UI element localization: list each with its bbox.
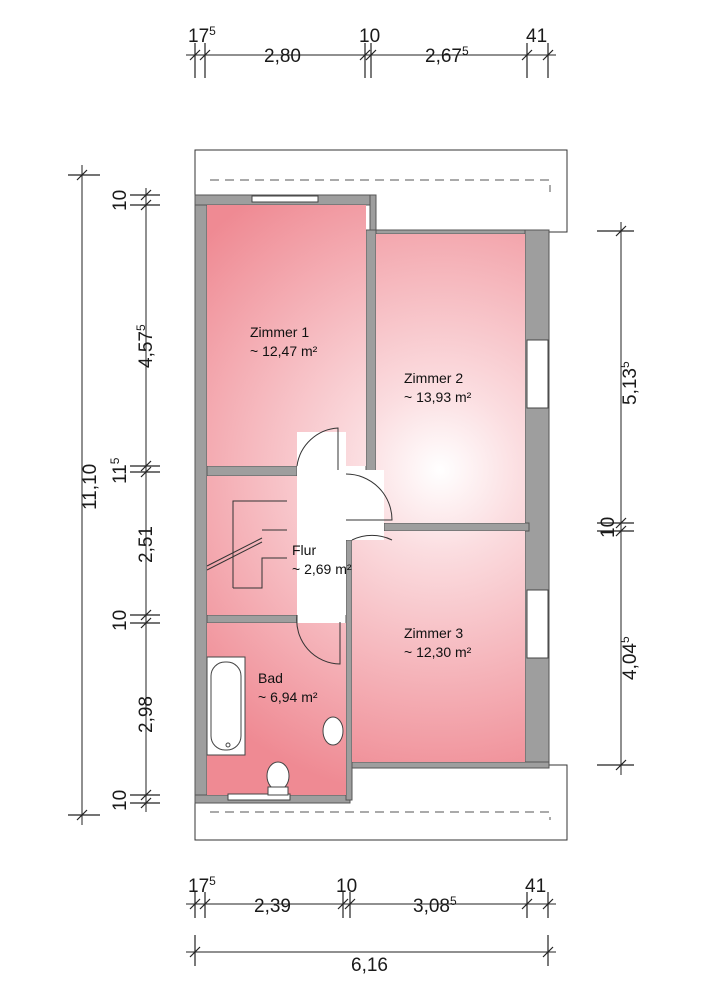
- sink-icon: [322, 716, 344, 746]
- room-area-flur: ~ 2,69 m²: [292, 561, 352, 577]
- dim-right-3: 4,04: [620, 643, 641, 680]
- dim-top-1: 17: [188, 26, 209, 47]
- dimension-bottom: 175 2,39 10 3,085 41 6,16: [186, 874, 556, 976]
- dimension-left: 11,10 10 4,575 115 2,51 10 2,98 10: [68, 165, 160, 825]
- room-zimmer-1: [207, 205, 366, 466]
- room-name-zimmer-3: Zimmer 3: [404, 625, 463, 641]
- dim-bottom-4: 3,08: [413, 896, 450, 917]
- svg-text:3,085: 3,085: [413, 894, 457, 917]
- room-name-zimmer-2: Zimmer 2: [404, 370, 463, 386]
- svg-text:175: 175: [188, 24, 216, 47]
- svg-text:175: 175: [188, 874, 216, 897]
- svg-text:2,675: 2,675: [425, 44, 469, 67]
- dim-right-1-sup: 5: [618, 361, 632, 368]
- room-name-flur: Flur: [292, 542, 316, 558]
- dim-top-5: 41: [526, 26, 547, 47]
- dim-bottom-2: 2,39: [254, 896, 291, 917]
- dim-left-7: 10: [110, 790, 131, 811]
- room-area-zimmer-3: ~ 12,30 m²: [404, 644, 472, 660]
- dim-top-4: 2,67: [425, 46, 462, 67]
- dim-top-2: 2,80: [264, 46, 301, 67]
- svg-text:4,575: 4,575: [134, 324, 157, 368]
- dim-bottom-3: 10: [336, 876, 357, 897]
- rooms: [207, 205, 525, 795]
- dimension-right: 5,135 10 4,045: [597, 222, 641, 775]
- room-name-zimmer-1: Zimmer 1: [250, 324, 309, 340]
- bathroom-fixtures: [206, 656, 344, 796]
- roof-outline: [194, 149, 568, 841]
- dim-bottom-1: 17: [188, 876, 209, 897]
- dim-top-3: 10: [359, 26, 380, 47]
- dim-left-5: 10: [110, 610, 131, 631]
- dim-top-1-sup: 5: [209, 24, 216, 38]
- room-zimmer-3: [352, 531, 525, 762]
- dim-bottom-total: 6,16: [351, 955, 388, 976]
- dim-left-2: 4,57: [136, 331, 157, 368]
- dim-right-3-sup: 5: [618, 636, 632, 643]
- dim-bottom-1-sup: 5: [209, 874, 216, 888]
- svg-text:4,045: 4,045: [618, 636, 641, 680]
- svg-text:115: 115: [108, 457, 131, 484]
- room-name-bad: Bad: [258, 670, 283, 686]
- dim-left-2-sup: 5: [134, 324, 148, 331]
- room-area-bad: ~ 6,94 m²: [258, 689, 318, 705]
- svg-text:5,135: 5,135: [618, 361, 641, 405]
- room-labels: Zimmer 1 ~ 12,47 m² Zimmer 2 ~ 13,93 m² …: [250, 324, 472, 705]
- dim-left-total: 11,10: [80, 464, 101, 510]
- dim-bottom-4-sup: 5: [450, 894, 457, 908]
- room-area-zimmer-2: ~ 13,93 m²: [404, 389, 472, 405]
- windows: [227, 195, 549, 801]
- dim-right-1: 5,13: [620, 368, 641, 405]
- doors: [296, 427, 393, 665]
- dim-bottom-5: 41: [525, 876, 546, 897]
- dim-left-4: 2,51: [136, 526, 157, 563]
- dim-top-4-sup: 5: [462, 44, 469, 58]
- dim-left-3-sup: 5: [108, 457, 122, 464]
- dim-left-6: 2,98: [136, 696, 157, 733]
- staircase: [206, 500, 287, 589]
- dim-left-1: 10: [110, 190, 131, 211]
- dimension-top: 175 2,80 10 2,675 41: [186, 24, 556, 78]
- dim-right-2: 10: [598, 517, 619, 538]
- dim-left-3: 11: [110, 464, 131, 484]
- room-area-zimmer-1: ~ 12,47 m²: [250, 343, 318, 359]
- toilet-icon: [266, 761, 290, 791]
- room-zimmer-2: [376, 234, 525, 523]
